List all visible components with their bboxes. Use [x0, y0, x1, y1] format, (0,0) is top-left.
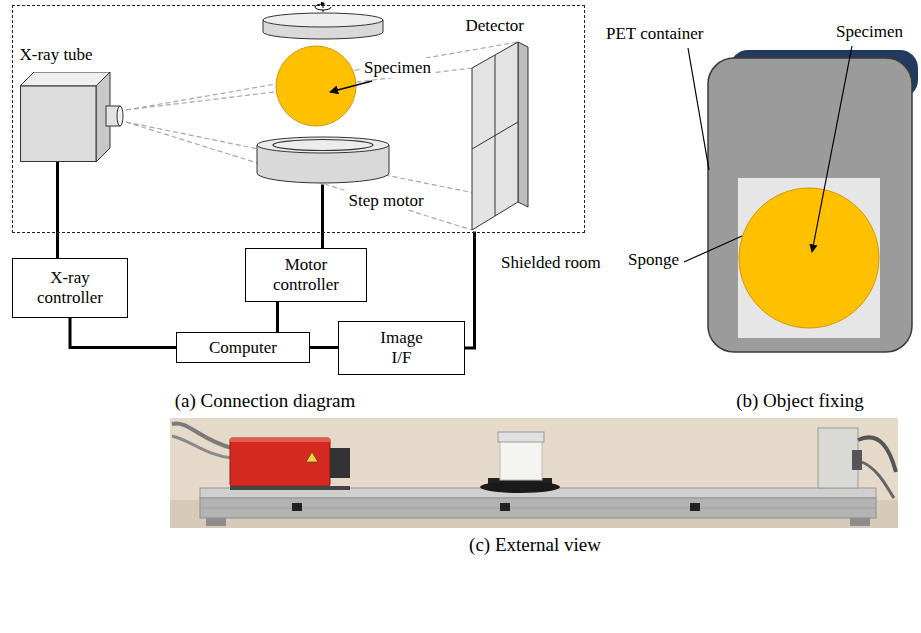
- part-label: Sponge: [628, 250, 679, 270]
- part-label: Step motor: [347, 191, 426, 211]
- box-label: X-ray controller: [29, 268, 111, 307]
- x-ray-tube: X-ray tube: [20, 72, 124, 162]
- figure-caption: (b) Object fixing: [736, 390, 864, 412]
- part-label: Detector: [466, 16, 525, 36]
- connection-wire: [70, 318, 176, 348]
- figure-caption: (a) Connection diagram: [175, 390, 355, 412]
- box-label: Computer: [209, 338, 277, 358]
- photo-external-view: [170, 418, 898, 528]
- controller-box: X-ray controller: [12, 258, 128, 318]
- leader-arrow: [330, 81, 372, 92]
- specimen-ball: [276, 46, 356, 126]
- connection-wire: [321, 185, 324, 249]
- part-label: Specimen: [362, 58, 433, 78]
- computer-box: Computer: [176, 332, 310, 363]
- interface-box: Image I/F: [338, 321, 465, 375]
- part-label: PET container: [606, 24, 703, 44]
- step-motor-shape: [255, 135, 391, 185]
- part-label: Shielded room: [501, 253, 601, 273]
- connection-wire: [310, 346, 338, 349]
- box-label: Motor controller: [265, 255, 347, 294]
- part-label: Specimen: [836, 22, 903, 42]
- x-ray-tube-shape: [20, 72, 124, 162]
- part-label: X-ray tube: [20, 45, 93, 65]
- figure-caption: (c) External view: [469, 534, 601, 556]
- connection-wire: [56, 162, 59, 259]
- detector-shape: [470, 40, 532, 232]
- step-motor: Step motor: [255, 135, 391, 185]
- top-disc: [263, 13, 383, 39]
- box-label: Image I/F: [374, 328, 430, 367]
- connection-wire: [276, 302, 279, 332]
- leader-lines: [684, 46, 852, 262]
- detector-panel: Detector: [470, 40, 532, 232]
- connection-wire: [465, 232, 475, 349]
- controller-box: Motor controller: [245, 248, 367, 302]
- pet-container: [708, 50, 918, 352]
- rotation-symbol: [315, 2, 331, 13]
- shielded-room: Shielded roomX-ray tubeDetectorStep moto…: [12, 5, 585, 233]
